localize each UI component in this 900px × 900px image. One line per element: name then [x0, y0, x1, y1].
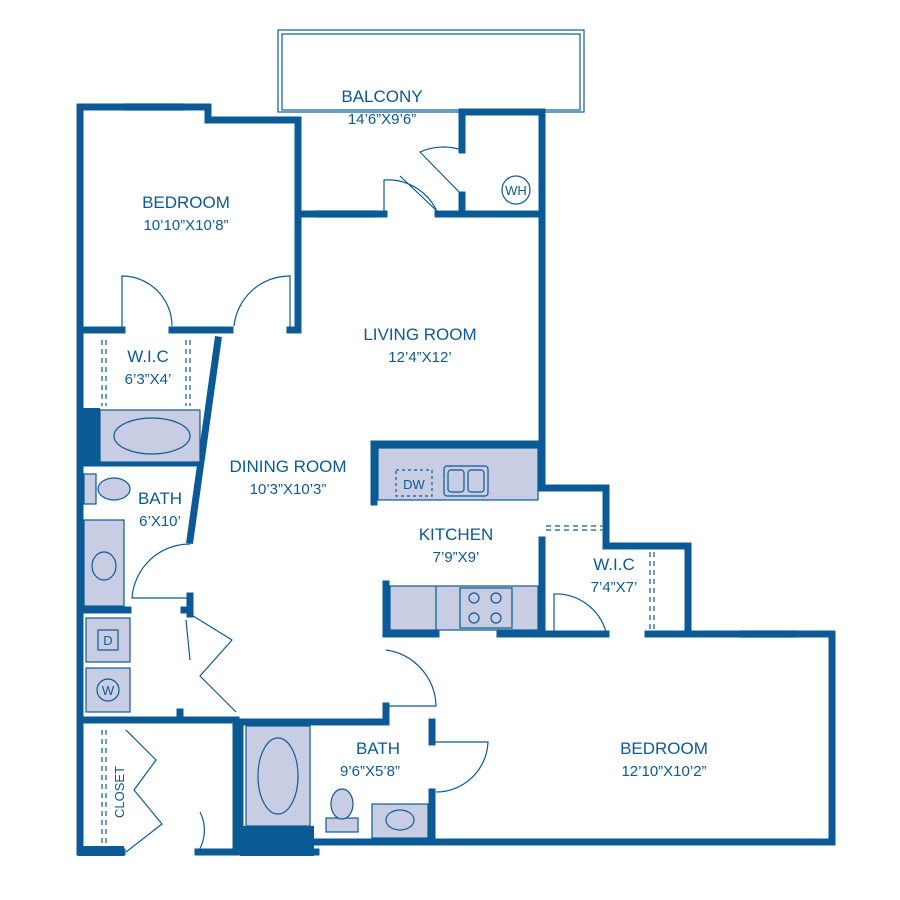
bedroom-1-size: 10’10”X10’8” — [143, 217, 228, 234]
closet-shelves — [101, 340, 655, 846]
bath-2-door — [432, 741, 489, 793]
wall-fills — [78, 408, 314, 856]
wic-2-size: 7’4”X7’ — [591, 579, 638, 596]
laundry-door — [180, 614, 236, 712]
bath-2-size: 9’6”X5’8” — [340, 763, 400, 780]
balcony-size: 14’6”X9’6” — [348, 111, 416, 128]
living-room-size: 12’4”X12’ — [388, 349, 451, 366]
water-heater-door — [418, 146, 463, 196]
toilet-2 — [325, 817, 359, 833]
stove — [459, 587, 513, 629]
bedroom-1-walls — [204, 103, 302, 334]
dining-room-size: 10’3”X10’3” — [250, 481, 327, 498]
bedroom-2-size: 12’10”X10’2” — [621, 763, 706, 780]
bedroom-2-door — [385, 649, 437, 707]
doors — [121, 146, 607, 853]
dining-room-name: DINING ROOM — [229, 457, 346, 476]
dryer-label: D — [103, 633, 112, 648]
bath-1-name: BATH — [138, 489, 182, 508]
bedroom-1-name: BEDROOM — [142, 193, 230, 212]
closet-name: CLOSET — [112, 766, 127, 818]
wic-1-door — [121, 275, 173, 330]
kitchen-size: 7’9”X9’ — [433, 549, 480, 566]
washer-label: W — [102, 683, 115, 698]
water-heater-label: WH — [505, 183, 527, 198]
bath-2-name: BATH — [356, 739, 400, 758]
bedroom-1-door — [233, 275, 291, 330]
kitchen-counter-top — [377, 447, 539, 501]
water-heater — [501, 175, 531, 205]
kitchen-counter-bottom — [389, 585, 539, 631]
fixtures — [83, 175, 539, 839]
washer — [85, 667, 131, 713]
wic-1-size: 6’3”X4’ — [125, 371, 172, 388]
bedroom-2-name: BEDROOM — [620, 739, 708, 758]
living-room-name: LIVING ROOM — [363, 325, 476, 344]
bath-1-door — [131, 543, 191, 599]
balcony-railing — [277, 29, 585, 113]
dishwasher-label: DW — [403, 477, 425, 492]
balcony-name: BALCONY — [341, 87, 422, 106]
room-labels: BALCONY 14’6”X9’6” BEDROOM 10’10”X10’8” … — [102, 87, 708, 818]
balcony-door — [383, 179, 439, 215]
wic-2-name: W.I.C — [593, 555, 635, 574]
windows — [124, 103, 798, 638]
dryer — [85, 617, 131, 663]
wic-1-name: W.I.C — [127, 347, 169, 366]
closet-door — [125, 729, 163, 853]
bath-1-size: 6’X10’ — [139, 513, 181, 530]
toilet-1 — [83, 473, 97, 505]
kitchen-name: KITCHEN — [419, 525, 494, 544]
wic-2-door — [553, 593, 607, 633]
